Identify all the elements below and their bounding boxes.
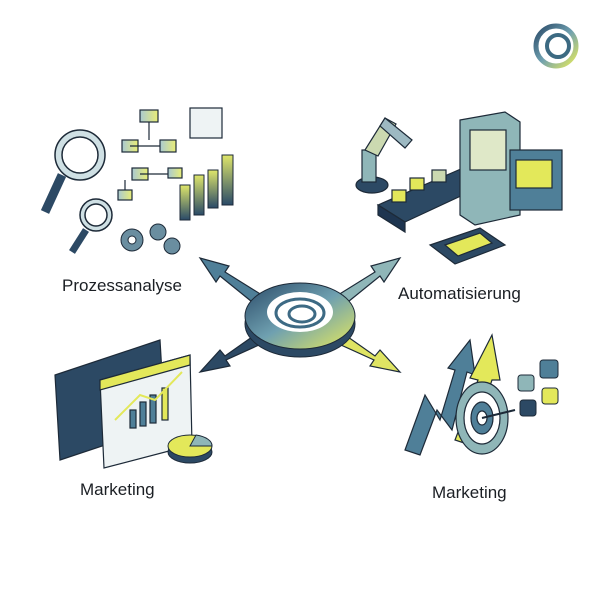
flowchart-icon [117, 107, 223, 201]
target-icon [455, 381, 516, 455]
robot-arm-icon [355, 117, 413, 194]
social-media-icon [517, 359, 559, 417]
label-automatisierung: Automatisierung [398, 284, 521, 303]
logo-icon [533, 23, 579, 69]
machine-icon [459, 111, 563, 226]
pie-chart-icon [167, 434, 213, 464]
gear-icon [120, 223, 181, 255]
chip-icon [428, 227, 507, 265]
magnifier-icon [40, 129, 113, 254]
label-prozessanalyse: Prozessanalyse [62, 276, 183, 295]
label-marketing-right: Marketing [432, 483, 507, 502]
hub-icon [244, 282, 356, 358]
dashboard-icon [54, 339, 193, 469]
bar-chart-icon [179, 154, 234, 221]
label-marketing-left: Marketing [80, 480, 155, 499]
